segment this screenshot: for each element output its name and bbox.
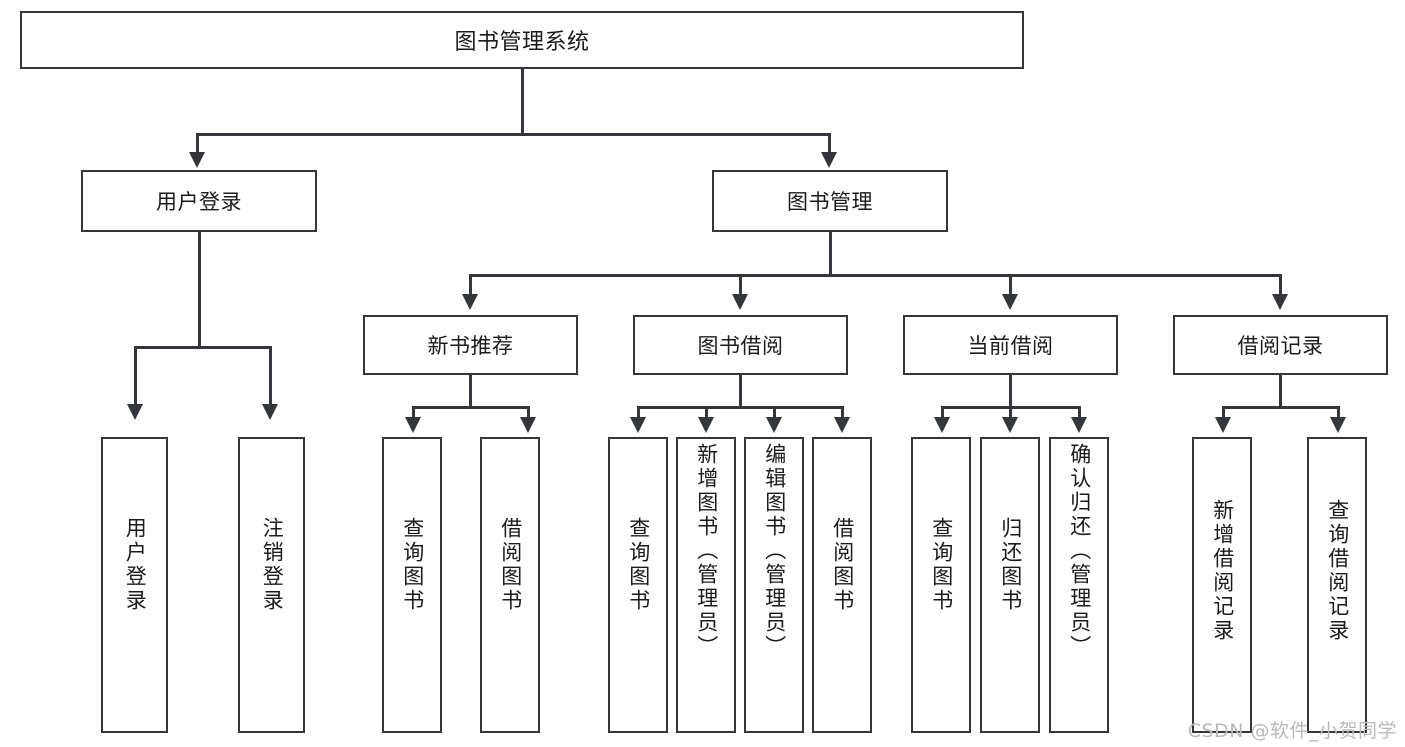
edge-book-manage-drop-4 (1279, 274, 1282, 296)
leaf-book-borrow-query-book[interactable]: 查询图书 (608, 437, 668, 733)
arrow-book-manage-child-4 (1272, 294, 1288, 310)
leaf-label: 归还图书 (998, 517, 1023, 613)
edge-current-borrow-stem (1009, 375, 1012, 406)
edge-new-book-drop-2 (527, 406, 530, 418)
arrow-borrow-record-leaf-1 (1215, 417, 1231, 433)
node-label: 图书管理 (787, 190, 873, 214)
edge-book-manage-drop-1 (469, 274, 472, 296)
arrow-new-book-leaf-2 (520, 417, 536, 433)
leaf-label: 编辑图书（管理员） (762, 443, 787, 659)
edge-user-login-stem (198, 232, 201, 346)
arrow-user-login-leaf-2 (262, 404, 278, 420)
node-new-book-recommend[interactable]: 新书推荐 (363, 315, 578, 375)
arrow-book-borrow-leaf-2 (698, 417, 714, 433)
leaf-label: 查询图书 (929, 517, 954, 613)
edge-book-borrow-stem (739, 375, 742, 406)
leaf-label: 注销登录 (260, 517, 285, 613)
leaf-book-borrow-add-book-admin[interactable]: 新增图书（管理员） (676, 437, 736, 733)
leaf-label: 新增借阅记录 (1210, 499, 1235, 643)
node-label: 图书管理系统 (454, 30, 590, 55)
edge-borrow-record-drop-2 (1337, 406, 1340, 418)
leaf-book-borrow-borrow-book[interactable]: 借阅图书 (812, 437, 872, 733)
node-borrow-record[interactable]: 借阅记录 (1173, 315, 1388, 375)
node-book-borrow[interactable]: 图书借阅 (633, 315, 848, 375)
leaf-current-borrow-return-book[interactable]: 归还图书 (980, 437, 1040, 733)
edge-book-borrow-drop-3 (773, 406, 776, 418)
leaf-book-borrow-edit-book-admin[interactable]: 编辑图书（管理员） (744, 437, 804, 733)
leaf-current-borrow-confirm-return-admin[interactable]: 确认归还（管理员） (1049, 437, 1109, 733)
arrow-book-manage-child-2 (732, 294, 748, 310)
edge-book-borrow-bus (637, 406, 843, 409)
edge-root-bus (196, 133, 828, 136)
edge-borrow-record-bus (1222, 406, 1339, 409)
node-root-system[interactable]: 图书管理系统 (20, 11, 1024, 69)
arrow-book-borrow-leaf-3 (766, 417, 782, 433)
edge-root-to-user-login (196, 133, 199, 155)
arrow-book-manage-child-1 (462, 294, 478, 310)
edge-current-borrow-drop-3 (1078, 406, 1081, 418)
node-label: 图书借阅 (697, 334, 784, 358)
edge-user-login-drop-2 (269, 346, 272, 406)
edge-book-borrow-drop-2 (705, 406, 708, 418)
edge-user-login-drop-1 (134, 346, 137, 406)
edge-new-book-bus (412, 406, 529, 409)
edge-borrow-record-drop-1 (1222, 406, 1225, 418)
leaf-borrow-record-add-record[interactable]: 新增借阅记录 (1192, 437, 1252, 733)
node-book-manage[interactable]: 图书管理 (712, 170, 948, 232)
arrow-current-borrow-leaf-3 (1071, 417, 1087, 433)
arrow-new-book-leaf-1 (405, 417, 421, 433)
leaf-borrow-record-query-record[interactable]: 查询借阅记录 (1307, 437, 1367, 733)
node-label: 当前借阅 (967, 334, 1054, 358)
edge-book-manage-bus (469, 274, 1281, 277)
arrow-user-login-leaf-1 (127, 404, 143, 420)
node-label: 新书推荐 (427, 334, 514, 358)
leaf-label: 借阅图书 (830, 517, 855, 613)
edge-new-book-drop-1 (412, 406, 415, 418)
leaf-label: 查询图书 (626, 517, 651, 613)
edge-borrow-record-stem (1279, 375, 1282, 406)
node-user-login[interactable]: 用户登录 (81, 170, 317, 232)
arrow-root-to-user-login (189, 152, 205, 168)
leaf-label: 确认归还（管理员） (1067, 443, 1092, 659)
leaf-label: 查询图书 (400, 517, 425, 613)
edge-book-borrow-drop-1 (637, 406, 640, 418)
leaf-user-login-logout[interactable]: 注销登录 (238, 437, 305, 733)
edge-book-manage-drop-3 (1009, 274, 1012, 296)
edge-current-borrow-drop-1 (941, 406, 944, 418)
leaf-label: 新增图书（管理员） (694, 443, 719, 659)
arrow-current-borrow-leaf-2 (1002, 417, 1018, 433)
edge-new-book-stem (469, 375, 472, 406)
arrow-book-borrow-leaf-4 (834, 417, 850, 433)
arrow-book-manage-child-3 (1002, 294, 1018, 310)
leaf-user-login-login[interactable]: 用户登录 (101, 437, 168, 733)
leaf-new-book-query-book[interactable]: 查询图书 (382, 437, 442, 733)
leaf-current-borrow-query-book[interactable]: 查询图书 (911, 437, 971, 733)
node-label: 借阅记录 (1237, 334, 1324, 358)
leaf-label: 查询借阅记录 (1325, 499, 1350, 643)
edge-root-to-book-manage (828, 133, 831, 155)
edge-book-manage-drop-2 (739, 274, 742, 296)
leaf-new-book-borrow-book[interactable]: 借阅图书 (480, 437, 540, 733)
leaf-label: 用户登录 (123, 517, 148, 613)
edge-root-stem (521, 69, 524, 133)
arrow-current-borrow-leaf-1 (934, 417, 950, 433)
edge-user-login-bus (134, 346, 271, 349)
arrow-root-to-book-manage (821, 152, 837, 168)
arrow-book-borrow-leaf-1 (630, 417, 646, 433)
leaf-label: 借阅图书 (498, 517, 523, 613)
edge-current-borrow-drop-2 (1009, 406, 1012, 418)
node-current-borrow[interactable]: 当前借阅 (903, 315, 1118, 375)
edge-book-manage-stem (829, 232, 832, 274)
edge-book-borrow-drop-4 (841, 406, 844, 418)
arrow-borrow-record-leaf-2 (1330, 417, 1346, 433)
node-label: 用户登录 (156, 190, 242, 214)
